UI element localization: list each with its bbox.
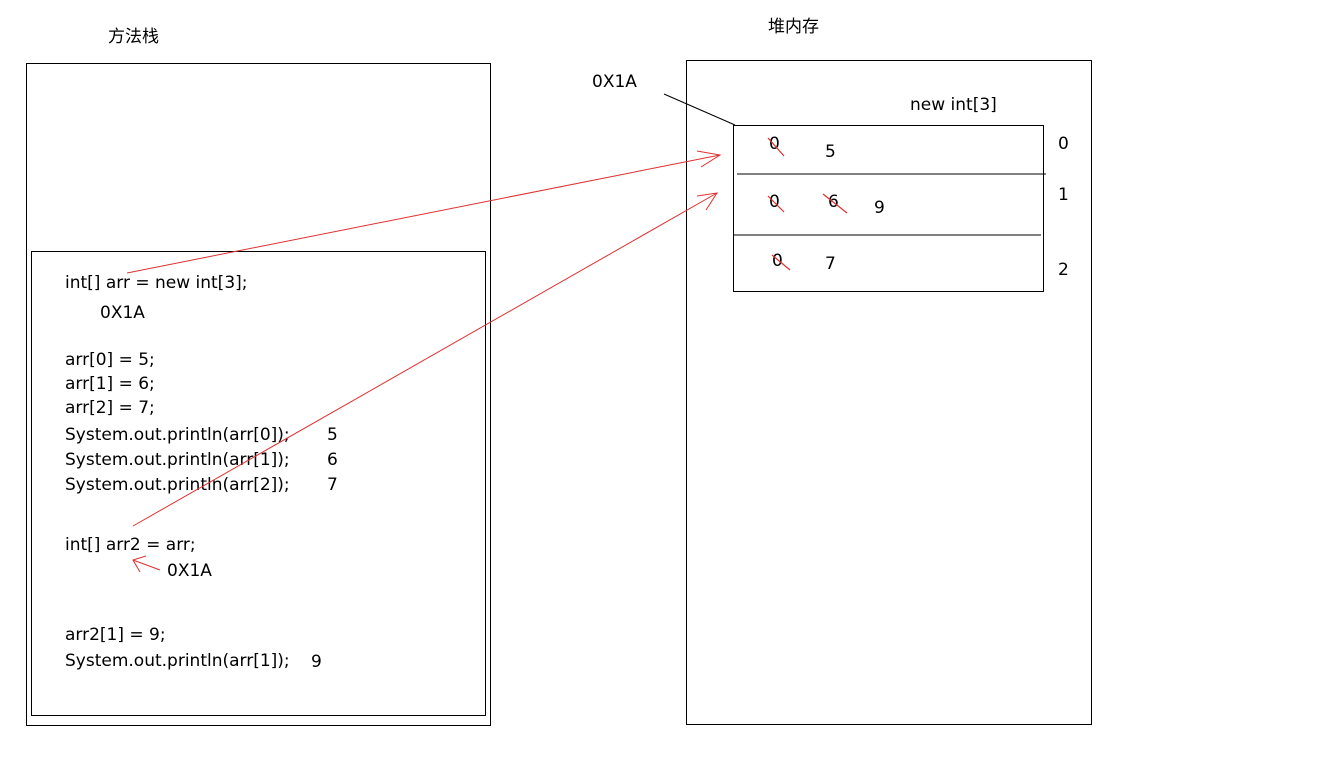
array-box — [733, 125, 1044, 292]
code-line-assign-2: arr[2] = 7; — [65, 398, 155, 418]
arr2-reference-arrow — [132, 192, 718, 527]
strike-mark — [771, 254, 791, 271]
heap-box — [686, 60, 1092, 725]
output-value: 6 — [327, 450, 338, 470]
element-value: 7 — [825, 254, 836, 274]
arr-address-label: 0X1A — [100, 303, 145, 323]
code-line-assign-0: arr[0] = 5; — [65, 350, 155, 370]
output-value: 7 — [327, 475, 338, 495]
stack-frame-box — [31, 251, 486, 716]
code-line-print-final: System.out.println(arr[1]); — [65, 651, 290, 671]
array-index: 2 — [1058, 260, 1069, 280]
element-value: 5 — [825, 142, 836, 162]
element-value: 9 — [874, 198, 885, 218]
code-line-print-1: System.out.println(arr[1]); — [65, 450, 290, 470]
arrow-head — [132, 555, 147, 573]
code-line-declare-arr2: int[] arr2 = arr; — [65, 535, 196, 555]
arr2-address-label: 0X1A — [167, 561, 212, 581]
array-index: 1 — [1058, 185, 1069, 205]
arrow-head — [696, 192, 719, 211]
heap-address-label: 0X1A — [592, 72, 637, 92]
arr2-annotation-arrow — [132, 559, 161, 571]
method-stack-box — [26, 63, 491, 726]
code-line-declare-arr: int[] arr = new int[3]; — [65, 273, 248, 293]
method-stack-title: 方法栈 — [108, 27, 159, 47]
array-index: 0 — [1058, 134, 1069, 154]
strike-mark — [767, 195, 785, 213]
address-pointer-line — [663, 93, 736, 126]
initial-value: 0 — [769, 134, 780, 154]
array-label: new int[3] — [910, 95, 997, 115]
code-line-print-2: System.out.println(arr[2]); — [65, 475, 290, 495]
arr-reference-arrow — [126, 154, 721, 274]
code-line-print-0: System.out.println(arr[0]); — [65, 425, 290, 445]
code-line-assign-1: arr[1] = 6; — [65, 374, 155, 394]
strike-mark — [822, 193, 848, 214]
arrow-head — [696, 150, 722, 168]
heap-title: 堆内存 — [768, 17, 819, 37]
output-value: 9 — [311, 652, 322, 672]
initial-value: 0 — [772, 251, 783, 271]
code-line-assign-arr2-1: arr2[1] = 9; — [65, 625, 166, 645]
output-value: 5 — [327, 425, 338, 445]
strike-mark — [767, 137, 785, 157]
